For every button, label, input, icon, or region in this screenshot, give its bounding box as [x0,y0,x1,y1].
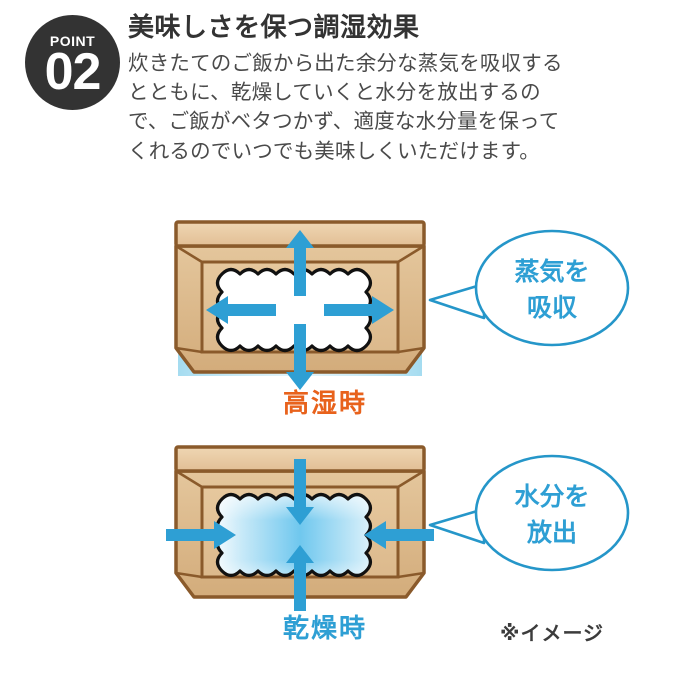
point-badge-number: 02 [44,43,102,102]
body-line: くれるのでいつでも美味しくいただけます。 [128,139,540,163]
callout-line-1: 蒸気を [514,257,589,286]
box-mitre-lines [175,469,425,579]
arrow-left-icon [206,296,276,324]
box-mitre-lines [175,244,425,354]
body-line: 炊きたてのご飯から出た余分な蒸気を吸収する [128,52,563,76]
humid-box-illustration: 蒸気を 吸収 [174,220,630,390]
diagram-humid: 蒸気を 吸収 高湿時 [0,200,680,435]
state-label-dry: 乾燥時 [282,613,367,643]
state-label-humid: 高湿時 [282,388,367,418]
arrow-left-icon [364,521,434,549]
arrow-up-icon [286,230,314,296]
header-text-block: 美味しさを保つ調湿効果 炊きたてのご飯から出た余分な蒸気を吸収する とともに、乾… [128,12,668,166]
page-title: 美味しさを保つ調湿効果 [128,12,420,42]
point-badge: POINT 02 [25,15,120,110]
point-badge-word: POINT [49,33,96,50]
callout-bubble [474,229,630,347]
arrows-inward [166,459,434,611]
image-disclaimer-note: ※イメージ [500,623,605,645]
arrow-right-icon [166,521,236,549]
body-copy: 炊きたてのご飯から出た余分な蒸気を吸収する とともに、乾燥していくと水分を放出す… [128,49,668,165]
callout-line-2: 吸収 [527,294,578,322]
callout-line-2: 放出 [526,518,577,547]
callout-line-1: 水分を [514,483,589,511]
dry-box-illustration: 水分を 放出 [166,445,630,611]
body-line: で、ご飯がベタつかず、適度な水分量を保って [128,110,560,134]
arrow-up-icon [286,545,314,611]
header-section: POINT 02 美味しさを保つ調湿効果 炊きたてのご飯から出た余分な蒸気を吸収… [0,0,680,200]
arrow-down-icon [286,324,314,390]
body-line: とともに、乾燥していくと水分を放出するの [128,81,541,105]
arrows-outward [206,230,394,390]
callout-dry: 水分を 放出 [428,454,630,572]
callout-bubble [474,454,630,572]
arrow-right-icon [324,296,394,324]
arrow-down-icon [286,459,314,525]
callout-humid: 蒸気を 吸収 [428,229,630,347]
diagram-dry: 水分を 放出 乾燥時 [0,425,680,660]
